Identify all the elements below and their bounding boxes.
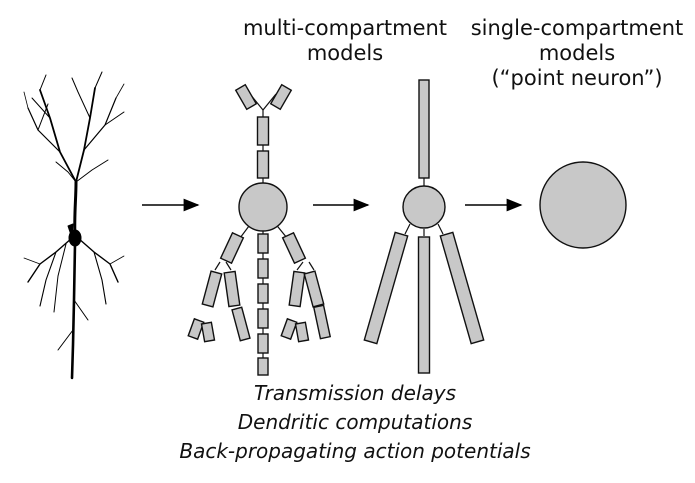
multi-soma [238,182,288,232]
single-header-line-1: single-compartment [470,16,684,40]
single-compartment-header: single-compartment models (“point neuron… [462,16,692,91]
single-header-line-2: models [538,41,616,65]
note-back-propagating: Back-propagating action potentials [179,439,531,463]
reduced-apical [418,79,430,179]
multi-header-line-2: models [306,41,384,65]
reduced-soma [402,185,446,229]
note-transmission-delays: Transmission delays [253,381,456,405]
reduced-compartment-model [363,79,485,374]
multi-compartment-header: multi-compartment models [220,16,470,66]
note-dendritic-computations: Dendritic computations [237,410,473,434]
model-notes: Transmission delays Dendritic computatio… [140,379,570,466]
multi-header-line-1: multi-compartment [242,16,448,40]
pyramidal-neuron-drawing [23,71,125,380]
point-neuron [539,161,627,249]
multi-compartment-model [187,83,332,376]
single-header-line-3: (“point neuron”) [491,66,663,90]
